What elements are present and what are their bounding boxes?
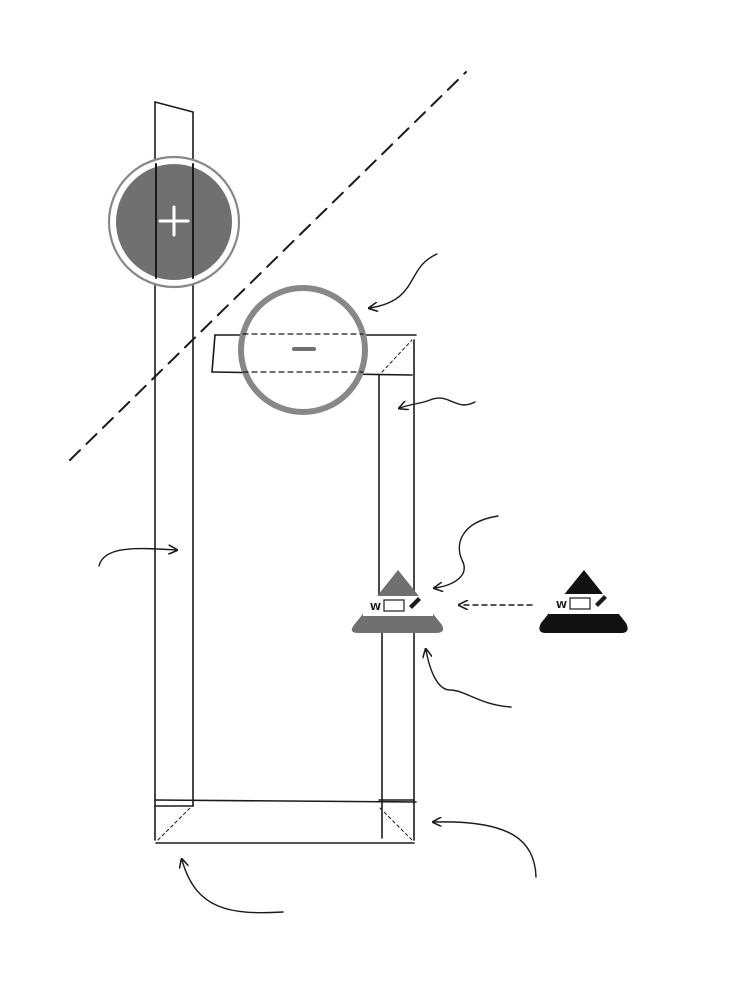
black-badge: W — [539, 570, 628, 633]
black-badge-letter: W — [556, 600, 567, 611]
arrow-to-top-board-joint — [400, 397, 476, 408]
plus-circle — [107, 155, 241, 289]
grey-badge: W — [351, 570, 444, 633]
grey-badge-letter: W — [370, 602, 381, 613]
arrow-to-minus-circle — [370, 253, 438, 308]
cut-line — [69, 71, 467, 461]
minus-circle — [238, 285, 368, 415]
right-vertical-board — [378, 339, 415, 841]
plus-icon — [158, 205, 190, 237]
pencil-icon — [409, 597, 421, 609]
arrow-to-grey-badge — [435, 515, 499, 588]
pencil-icon — [595, 595, 607, 607]
arrow-to-bottom-right-corner — [434, 822, 537, 878]
arrow-to-left-board — [98, 549, 176, 567]
arrow-to-bottom-left-corner — [182, 860, 284, 914]
bottom-horizontal-board — [154, 799, 417, 844]
arrow-to-right-board — [426, 650, 512, 708]
